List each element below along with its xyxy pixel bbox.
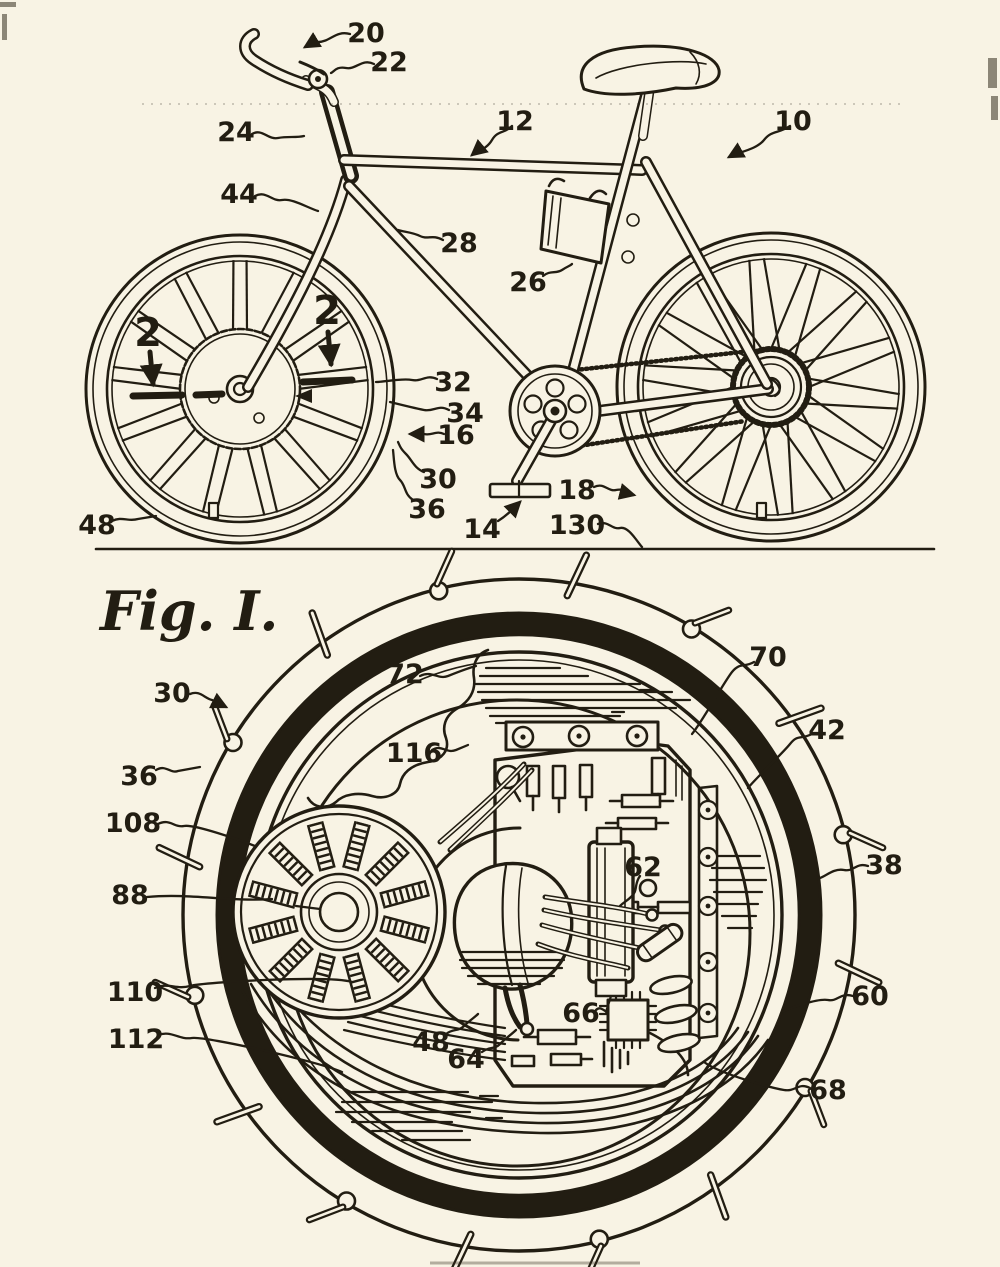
ref-label-14: 14: [463, 514, 501, 545]
ref-label-2: 2: [313, 288, 341, 334]
shading-right: [708, 854, 768, 930]
circuit-board: [437, 720, 719, 1088]
ref-label-36: 36: [120, 761, 158, 792]
ref-label-110: 110: [107, 977, 163, 1008]
shading-bottom: [334, 1090, 504, 1142]
gear-ball: [452, 861, 574, 991]
ref-label-38: 38: [865, 850, 903, 881]
frame: [239, 28, 774, 422]
ref-label-60: 60: [851, 981, 889, 1012]
ref-label-24: 24: [217, 117, 255, 148]
ref-label-2: 2: [134, 310, 162, 356]
section-line-2-2: [129, 329, 356, 403]
ref-label-64: 64: [447, 1044, 485, 1075]
hub-wires: [502, 894, 684, 1037]
shading-top: [474, 666, 692, 725]
bike-leaders: [110, 32, 792, 549]
ref-label-18: 18: [558, 475, 596, 506]
rivet-strip: [697, 784, 719, 1040]
battery-pack: [539, 177, 611, 265]
brake-lever: [298, 60, 326, 76]
ref-label-22: 22: [370, 47, 408, 78]
battery-cell: [587, 826, 635, 1014]
ref-label-30: 30: [153, 678, 191, 709]
torn-edge-116: [306, 648, 490, 809]
stator-windings: [247, 820, 431, 1004]
spoke-nipples: [151, 547, 887, 1267]
seat-stay: [642, 158, 771, 388]
ref-label-32: 32: [434, 367, 472, 398]
ref-label-112: 112: [108, 1024, 164, 1055]
ref-label-66: 66: [562, 998, 600, 1029]
valve-stem: [207, 501, 220, 520]
ref-label-28: 28: [440, 228, 478, 259]
ref-label-70: 70: [749, 642, 787, 673]
ref-label-48: 48: [412, 1027, 450, 1058]
front-wheel: [84, 233, 396, 545]
ref-label-16: 16: [437, 420, 475, 451]
ref-label-72: 72: [386, 659, 424, 690]
axle-shaft: [318, 891, 360, 933]
cable-bundle: [241, 966, 770, 1135]
fork: [244, 176, 350, 391]
ref-label-44: 44: [220, 179, 258, 210]
ref-label-108: 108: [105, 808, 161, 839]
ref-label-34: 34: [446, 398, 484, 429]
board-top-cables: [437, 761, 535, 853]
ref-label-12: 12: [496, 106, 534, 137]
ref-label-68: 68: [809, 1075, 847, 1106]
strip-screws: [511, 724, 649, 749]
wheel-leaders: [145, 660, 870, 1092]
crank-arm: [513, 408, 560, 485]
microprocessor-chip: [598, 990, 658, 1050]
ref-label-10: 10: [774, 106, 812, 137]
handlebar: [241, 30, 312, 89]
ref-label-30: 30: [419, 464, 457, 495]
ref-label-62: 62: [624, 852, 662, 883]
ref-label-116: 116: [386, 738, 442, 769]
down-tube: [345, 182, 563, 413]
ref-label-26: 26: [509, 267, 547, 298]
oval-components: [649, 974, 701, 1054]
ref-label-48: 48: [78, 510, 116, 541]
inline-fuse: [636, 922, 684, 963]
chain: [563, 349, 748, 450]
ref-label-88: 88: [111, 880, 149, 911]
ref-label-130: 130: [549, 510, 605, 541]
seat-tube: [558, 80, 653, 416]
tire-outer: [181, 577, 857, 1253]
ref-label-42: 42: [808, 715, 846, 746]
front-spokes: [111, 260, 369, 516]
top-tube: [340, 156, 646, 174]
ref-label-36: 36: [408, 494, 446, 525]
saddle: [579, 44, 721, 96]
figure-caption: Fig. I.: [98, 579, 278, 643]
ref-label-20: 20: [347, 18, 385, 49]
crank: [488, 364, 602, 499]
hub-motor: [231, 804, 447, 1020]
